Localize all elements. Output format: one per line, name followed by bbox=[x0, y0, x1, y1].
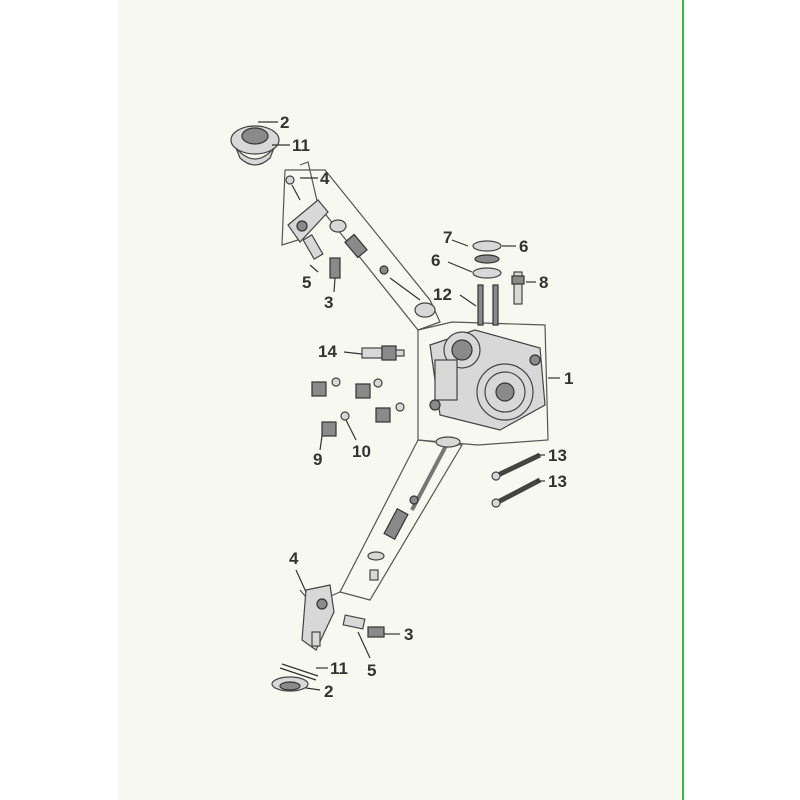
label-8: 8 bbox=[539, 273, 548, 292]
nuts-and-washers bbox=[311, 377, 405, 437]
bolts bbox=[491, 452, 542, 508]
label-10: 10 bbox=[352, 442, 371, 461]
label-13-b: 13 bbox=[548, 472, 567, 491]
label-1: 1 bbox=[564, 369, 573, 388]
label-13-a: 13 bbox=[548, 446, 567, 465]
label-7: 7 bbox=[443, 228, 452, 247]
label-5-top: 5 bbox=[302, 273, 311, 292]
label-3-bottom: 3 bbox=[404, 625, 413, 644]
cap-top bbox=[230, 125, 280, 166]
label-11-top: 11 bbox=[292, 136, 310, 155]
label-5-bottom: 5 bbox=[367, 661, 376, 680]
label-11-bottom: 11 bbox=[330, 659, 348, 678]
cap-bottom bbox=[271, 663, 319, 692]
valve-parts-upper bbox=[302, 219, 436, 318]
label-12: 12 bbox=[433, 285, 452, 304]
leader-lines bbox=[258, 121, 560, 691]
label-9: 9 bbox=[313, 450, 322, 469]
rocker-arm-bottom bbox=[301, 584, 385, 651]
label-2-bottom: 2 bbox=[324, 682, 333, 701]
washers-and-studs bbox=[472, 240, 525, 326]
label-14: 14 bbox=[318, 342, 337, 361]
callout-labels: 2 11 4 5 3 7 6 6 8 12 14 1 9 10 13 13 4 … bbox=[280, 113, 573, 701]
label-6-b: 6 bbox=[431, 251, 440, 270]
label-4-bottom: 4 bbox=[289, 549, 299, 568]
rocker-arm-top bbox=[285, 175, 329, 243]
label-2-top: 2 bbox=[280, 113, 289, 132]
diagram-sheet bbox=[118, 0, 684, 800]
valve-parts-lower bbox=[367, 436, 461, 581]
label-6-a: 6 bbox=[519, 237, 528, 256]
cylinder-head bbox=[429, 329, 546, 431]
label-4-top: 4 bbox=[320, 169, 330, 188]
spark-plug bbox=[361, 345, 405, 361]
label-3-top: 3 bbox=[324, 293, 333, 312]
